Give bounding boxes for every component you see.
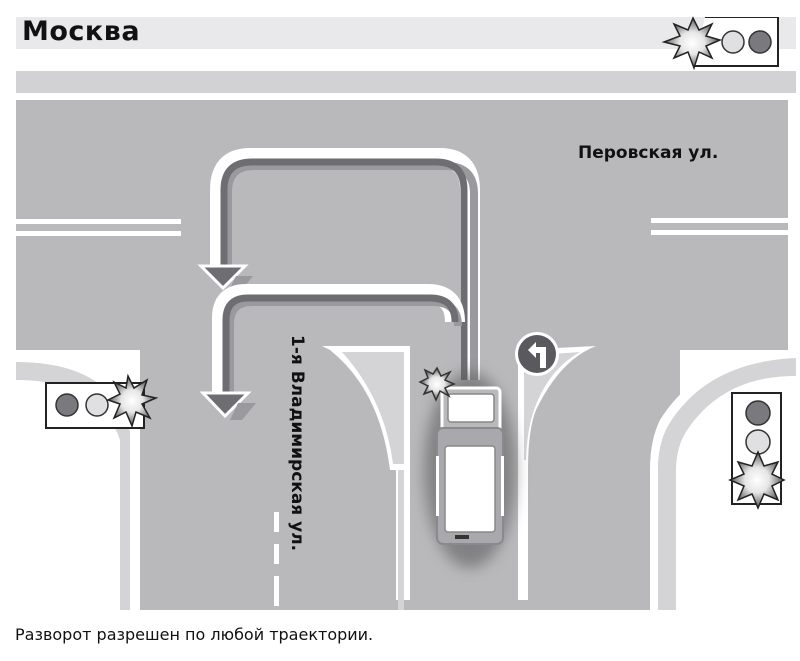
dashed-lane-left xyxy=(274,512,279,606)
arrowhead-tight-shadow xyxy=(230,403,256,420)
trajectory-tight-u-turn xyxy=(212,284,465,398)
arrowhead-tight-u-turn xyxy=(199,391,252,419)
sidewalk-top xyxy=(16,71,796,93)
traffic-light-right xyxy=(728,392,786,510)
lane-line-right-1 xyxy=(651,218,791,223)
street-label-perovskaya: Перовская ул. xyxy=(578,143,719,163)
arrowhead-wide-u-turn xyxy=(197,264,249,291)
street-label-vladimirskaya: 1-я Владимирская ул. xyxy=(287,335,307,552)
trajectory-wide-u-turn xyxy=(210,148,480,380)
signal-lamp-lit-flash xyxy=(106,373,159,429)
dashed-lane-right xyxy=(519,568,524,598)
median-island-right-fill xyxy=(524,352,580,460)
sidewalk-bottom-right xyxy=(658,358,796,610)
caption: Разворот разрешен по любой траектории. xyxy=(15,625,374,644)
traffic-light-top-right xyxy=(661,16,779,71)
car-turn-signal-flash xyxy=(418,366,456,402)
signal-lamp-off-light xyxy=(721,30,745,54)
title-band xyxy=(16,17,796,49)
signal-lamp-off-dark xyxy=(745,400,771,426)
signal-lamp-off-light xyxy=(85,393,109,417)
median-left-strip xyxy=(398,470,404,610)
signal-lamp-lit-flash xyxy=(661,16,723,71)
median-island-left-fill xyxy=(342,352,404,464)
city-title: Москва xyxy=(22,16,141,47)
lane-line-left-2 xyxy=(16,231,181,236)
lane-line-left-1 xyxy=(16,219,181,224)
road-edge-right xyxy=(788,100,800,350)
signal-lamp-off-dark xyxy=(748,30,772,54)
signal-lamp-lit-flash xyxy=(728,450,786,510)
road-horizontal xyxy=(16,100,796,350)
car xyxy=(436,386,504,545)
turn-left-sign-icon xyxy=(515,332,559,376)
ground-bottom-left xyxy=(16,380,120,610)
lane-line-right-2 xyxy=(651,230,791,235)
signal-lamp-off-dark xyxy=(55,393,79,417)
traffic-light-left xyxy=(45,373,159,429)
